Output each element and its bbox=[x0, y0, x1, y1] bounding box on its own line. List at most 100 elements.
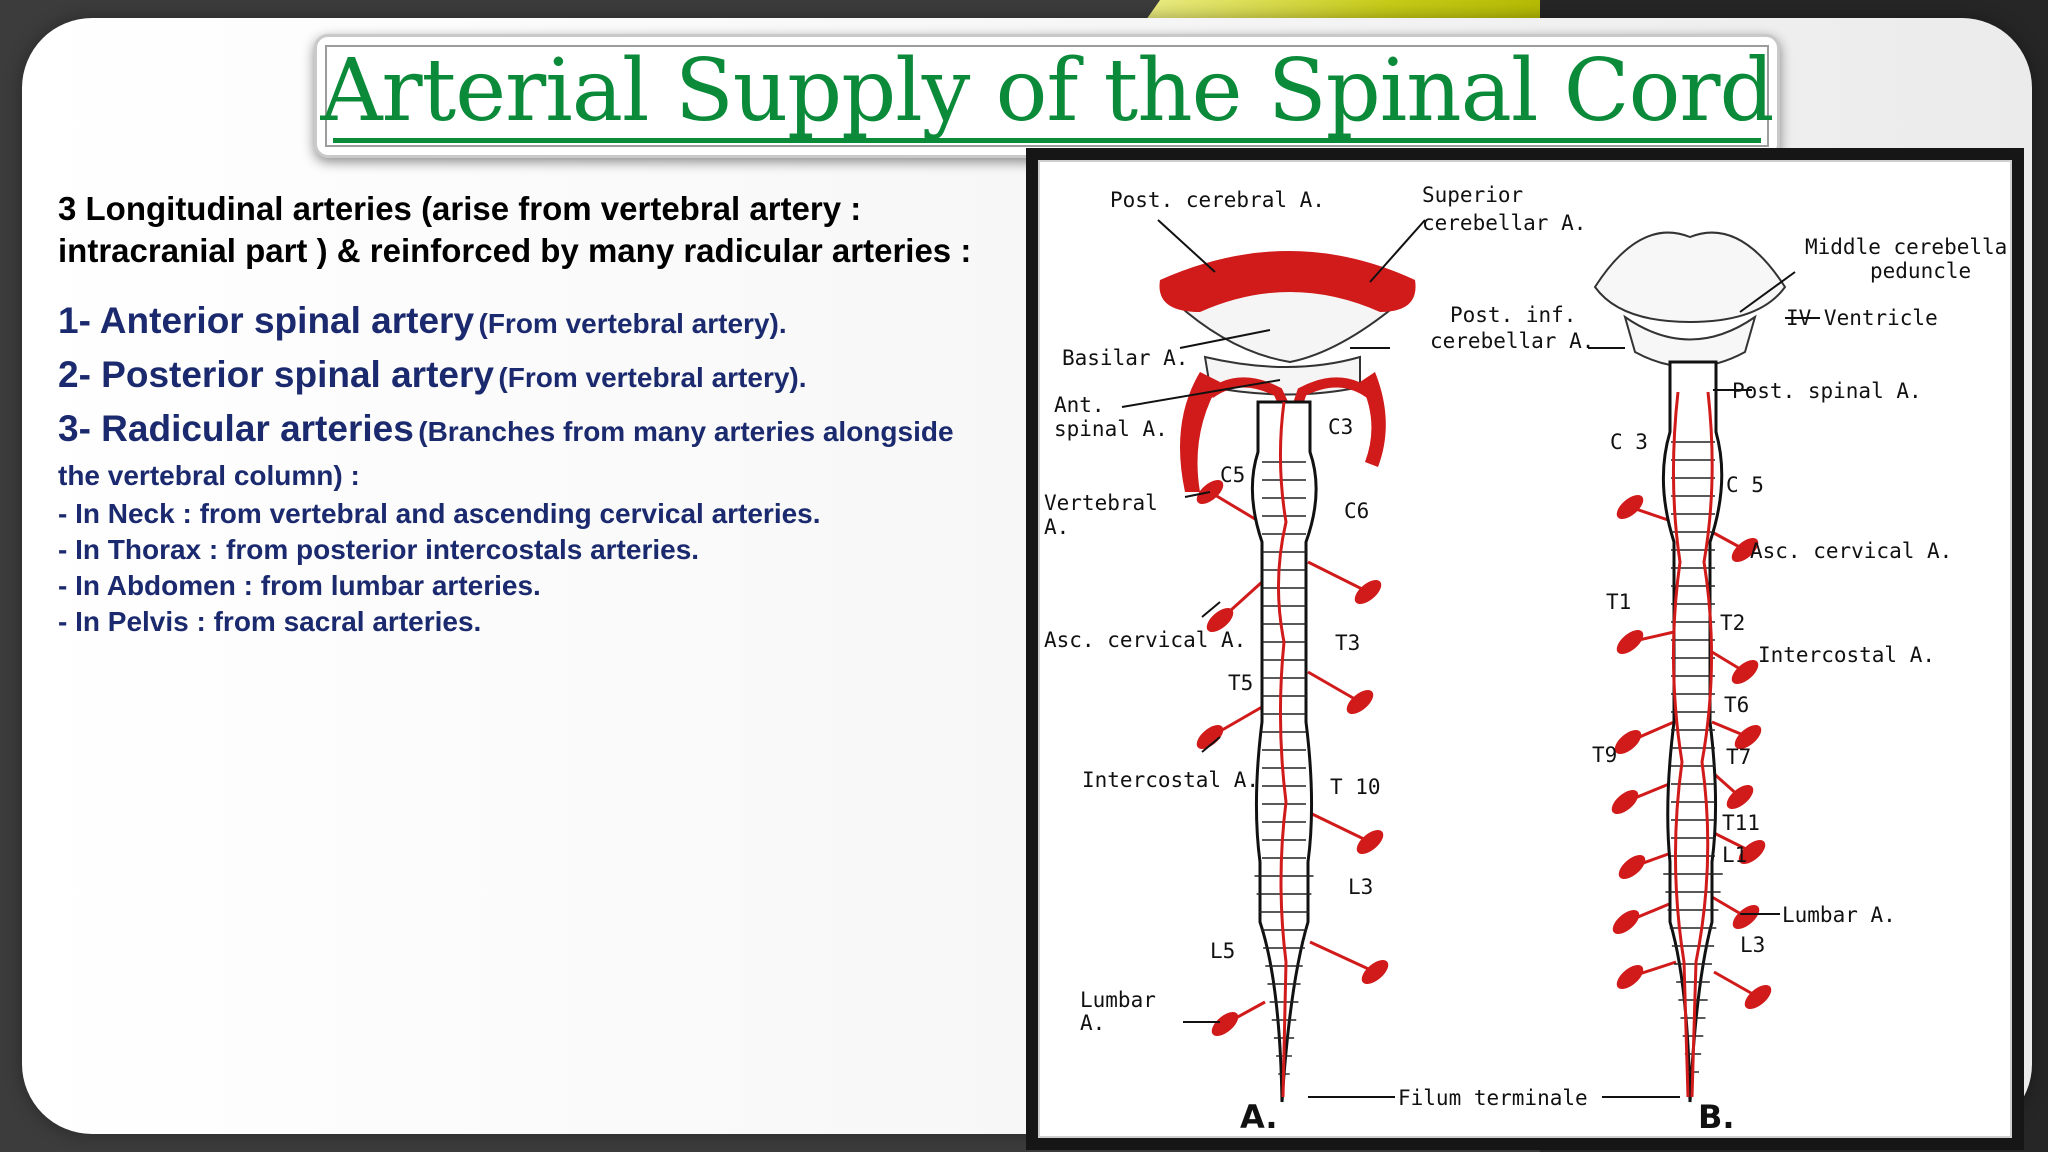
panel-b-cerebellum bbox=[1593, 231, 1787, 324]
sub-item-abdomen: - In Abdomen : from lumbar arteries. bbox=[58, 570, 541, 601]
radicular-artery-stub bbox=[1726, 785, 1754, 809]
intro-paragraph: 3 Longitudinal arteries (arise from vert… bbox=[58, 188, 1038, 272]
radicular-branch bbox=[1209, 490, 1261, 524]
panel-b-posterior-spinal-artery-right bbox=[1690, 391, 1714, 1098]
radicular-artery-stub bbox=[1732, 905, 1760, 929]
sub-item-neck: - In Neck : from vertebral and ascending… bbox=[58, 498, 821, 529]
item-note-continued: the vertebral column) : bbox=[58, 460, 360, 491]
label-superior-cerebellar-1: Superior bbox=[1422, 183, 1523, 207]
label-lumbar-a-2: A. bbox=[1080, 1011, 1105, 1035]
radicular-artery-stub bbox=[1361, 960, 1389, 984]
radicular-artery-stub bbox=[1612, 910, 1640, 934]
radicular-artery-stub bbox=[1731, 538, 1759, 562]
radicular-artery-stub bbox=[1738, 840, 1766, 864]
segment-label: T3 bbox=[1335, 631, 1360, 655]
item-note: (From vertebral artery). bbox=[478, 308, 787, 339]
diagram-svg: Post. cerebral A. Superior cerebellar A.… bbox=[1044, 183, 2010, 1136]
segment-label: C3 bbox=[1328, 415, 1353, 439]
label-superior-cerebellar-2: cerebellar A. bbox=[1422, 211, 1586, 235]
title-inner-border bbox=[325, 45, 1769, 147]
radicular-artery-stub bbox=[1611, 790, 1639, 814]
radicular-artery-stub bbox=[1731, 660, 1759, 684]
segment-label: T9 bbox=[1592, 743, 1617, 767]
radicular-branch bbox=[1307, 670, 1361, 704]
label-asc-cervical-b: Asc. cervical A. bbox=[1750, 539, 1952, 563]
label-middle-cerebellar-2: peduncle bbox=[1870, 259, 1971, 283]
text-content: 3 Longitudinal arteries (arise from vert… bbox=[58, 188, 1038, 640]
label-basilar: Basilar A. bbox=[1062, 346, 1188, 370]
panel-a-spinal-cord bbox=[1250, 400, 1318, 1103]
segment-label: C6 bbox=[1344, 499, 1369, 523]
radicular-branch bbox=[1307, 810, 1371, 844]
item-heading: 1- Anterior spinal artery bbox=[58, 300, 475, 341]
item-note: (Branches from many arteries alongside bbox=[418, 416, 954, 447]
intro-line-2: intracranial part ) & reinforced by many… bbox=[58, 232, 972, 269]
label-iv-ventricle: IV Ventricle bbox=[1786, 306, 1938, 330]
label-vertebral-2: A. bbox=[1044, 515, 1069, 539]
radicular-artery-stub bbox=[1734, 725, 1762, 749]
segment-label: L3 bbox=[1348, 875, 1373, 899]
arteries bbox=[1196, 480, 1772, 1036]
radicular-branch bbox=[1307, 560, 1369, 594]
label-post-inf-1: Post. inf. bbox=[1450, 303, 1576, 327]
label-lumbar-a-1: Lumbar bbox=[1080, 988, 1156, 1012]
title-box: Arterial Supply of the Spinal Cord bbox=[314, 34, 1780, 158]
segment-label: C 3 bbox=[1610, 430, 1648, 454]
radicular-artery-stub bbox=[1211, 1012, 1239, 1036]
list-item-posterior-spinal: 2- Posterior spinal artery (From vertebr… bbox=[58, 352, 1038, 406]
leader-lines bbox=[1121, 219, 1820, 1098]
panel-b-drawing bbox=[1593, 231, 1787, 368]
segment-label: T7 bbox=[1726, 745, 1751, 769]
label-panel-a: A. bbox=[1240, 1098, 1278, 1136]
radicular-artery-stub bbox=[1206, 608, 1234, 632]
label-ant-spinal-1: Ant. bbox=[1054, 393, 1105, 417]
figure-frame: Post. cerebral A. Superior cerebellar A.… bbox=[1026, 148, 2024, 1150]
label-post-spinal: Post. spinal A. bbox=[1732, 379, 1922, 403]
segment-label: T11 bbox=[1722, 811, 1760, 835]
segment-label: L1 bbox=[1722, 843, 1747, 867]
segment-label: T6 bbox=[1724, 693, 1749, 717]
radicular-artery-stub bbox=[1346, 690, 1374, 714]
segment-label: C 5 bbox=[1726, 473, 1764, 497]
radicular-artery-stub bbox=[1618, 855, 1646, 879]
panel-a-anterior-spinal-artery bbox=[1277, 401, 1288, 1098]
radicular-artery-stub bbox=[1744, 985, 1772, 1009]
segment-label: T1 bbox=[1606, 590, 1631, 614]
segment-label: C5 bbox=[1220, 463, 1245, 487]
label-lumbar-b: Lumbar A. bbox=[1782, 903, 1896, 927]
spinal-cord-diagram: Post. cerebral A. Superior cerebellar A.… bbox=[1038, 160, 2012, 1138]
page-title: Arterial Supply of the Spinal Cord bbox=[320, 41, 1774, 141]
panel-b-fourth-ventricle bbox=[1623, 314, 1757, 368]
segment-label: T2 bbox=[1720, 611, 1745, 635]
item-heading: 3- Radicular arteries bbox=[58, 408, 414, 449]
label-asc-cervical-a: Asc. cervical A. bbox=[1044, 628, 1246, 652]
panel-a-vertebral-left bbox=[1180, 372, 1220, 492]
segment-label: L3 bbox=[1740, 933, 1765, 957]
intro-line-1: 3 Longitudinal arteries (arise from vert… bbox=[58, 190, 862, 227]
label-post-cerebral: Post. cerebral A. bbox=[1110, 188, 1325, 212]
label-ant-spinal-2: spinal A. bbox=[1054, 417, 1168, 441]
label-intercostal-b: Intercostal A. bbox=[1758, 643, 1935, 667]
radicular-artery-stub bbox=[1616, 965, 1644, 989]
label-panel-b: B. bbox=[1698, 1098, 1735, 1136]
label-post-inf-2: cerebellar A. bbox=[1430, 329, 1594, 353]
label-filum-terminale: Filum terminale bbox=[1398, 1086, 1588, 1110]
title-underline bbox=[333, 138, 1761, 143]
label-middle-cerebellar-1: Middle cerebellar bbox=[1805, 235, 2010, 259]
list-item-radicular: 3- Radicular arteries (Branches from man… bbox=[58, 406, 1038, 492]
label-intercostal-a: Intercostal A. bbox=[1082, 768, 1259, 792]
list-item-anterior-spinal: 1- Anterior spinal artery (From vertebra… bbox=[58, 298, 1038, 352]
item-note: (From vertebral artery). bbox=[498, 362, 807, 393]
radicular-artery-stub bbox=[1196, 725, 1224, 749]
radicular-artery-stub bbox=[1616, 495, 1644, 519]
radicular-artery-stub bbox=[1356, 830, 1384, 854]
panel-b-posterior-spinal-artery-left bbox=[1671, 391, 1690, 1098]
sub-item-pelvis: - In Pelvis : from sacral arteries. bbox=[58, 606, 482, 637]
radicular-branch bbox=[1309, 940, 1376, 974]
item-heading: 2- Posterior spinal artery bbox=[58, 354, 494, 395]
radicular-artery-stub bbox=[1616, 630, 1644, 654]
radicular-artery-stub bbox=[1614, 730, 1642, 754]
sub-item-thorax: - In Thorax : from posterior intercostal… bbox=[58, 534, 700, 565]
radicular-artery-stub bbox=[1354, 580, 1382, 604]
segment-label: T 10 bbox=[1330, 775, 1381, 799]
